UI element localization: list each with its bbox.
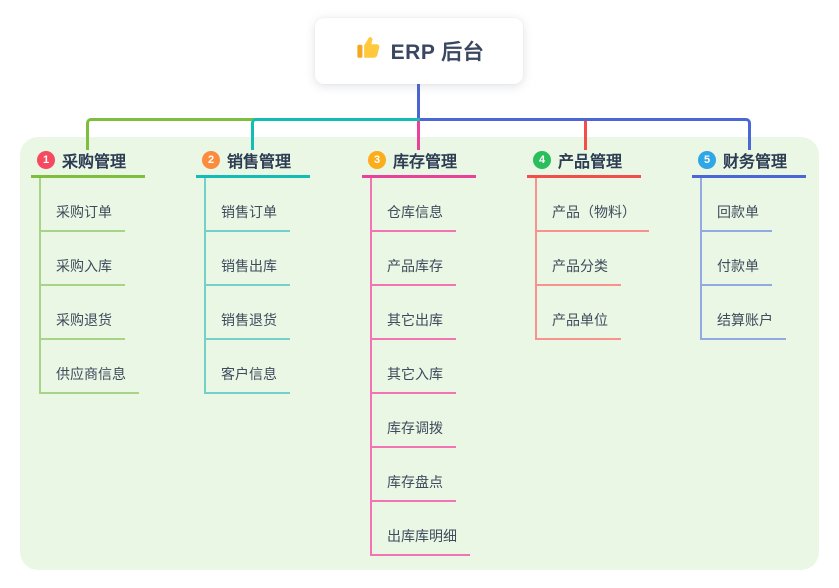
child-node[interactable]: 产品单位 xyxy=(537,286,621,340)
branch-column-2: 2 销售管理 销售订单销售出库销售退货客户信息 xyxy=(196,148,310,394)
branch-node[interactable]: 4 产品管理 xyxy=(527,148,641,178)
branch-label: 库存管理 xyxy=(393,153,458,171)
branch-children: 采购订单采购入库采购退货供应商信息 xyxy=(39,178,139,394)
child-node[interactable]: 其它入库 xyxy=(372,340,456,394)
child-node-label: 采购订单 xyxy=(56,204,112,220)
child-node[interactable]: 销售出库 xyxy=(206,232,290,286)
child-node-label: 其它入库 xyxy=(387,366,443,382)
child-node-label: 供应商信息 xyxy=(56,366,126,382)
branches-panel xyxy=(20,137,819,570)
branch-children: 产品（物料） 产品分类产品单位 xyxy=(535,178,649,340)
branch-number-badge: 4 xyxy=(533,150,551,169)
child-node-label: 产品库存 xyxy=(387,258,443,274)
child-node-label: 产品分类 xyxy=(552,258,608,274)
thumbs-up-icon xyxy=(354,35,381,67)
child-node[interactable]: 产品（物料） xyxy=(537,178,649,232)
child-node-label: 销售出库 xyxy=(221,258,277,274)
branch-number-badge: 2 xyxy=(202,150,220,169)
root-connector-line xyxy=(417,82,420,121)
child-node-label: 出库库明细 xyxy=(387,528,457,544)
child-node[interactable]: 销售订单 xyxy=(206,178,290,232)
branch-node[interactable]: 3 库存管理 xyxy=(362,148,476,178)
child-node[interactable]: 仓库信息 xyxy=(372,178,456,232)
branch-label: 产品管理 xyxy=(558,153,623,171)
child-node[interactable]: 其它出库 xyxy=(372,286,456,340)
child-node-label: 采购入库 xyxy=(56,258,112,274)
child-node-label: 销售订单 xyxy=(221,204,277,220)
child-node[interactable]: 出库库明细 xyxy=(372,502,470,556)
branch-node[interactable]: 2 销售管理 xyxy=(196,148,310,178)
branch-column-5: 5 财务管理 回款单付款单结算账户 xyxy=(692,148,806,340)
child-node[interactable]: 付款单 xyxy=(702,232,772,286)
child-node-label: 客户信息 xyxy=(221,366,277,382)
connector-branch-4 xyxy=(584,121,587,150)
branch-column-4: 4 产品管理 产品（物料） 产品分类产品单位 xyxy=(527,148,649,340)
branch-column-3: 3 库存管理 仓库信息产品库存其它出库其它入库库存调拨库存盘点出库库明细 xyxy=(362,148,476,556)
branch-label: 采购管理 xyxy=(62,153,127,171)
child-node[interactable]: 库存盘点 xyxy=(372,448,456,502)
child-node[interactable]: 采购订单 xyxy=(41,178,125,232)
connector-branch-2 xyxy=(251,118,420,150)
child-node[interactable]: 产品分类 xyxy=(537,232,621,286)
child-node[interactable]: 销售退货 xyxy=(206,286,290,340)
child-node[interactable]: 采购退货 xyxy=(41,286,125,340)
branch-children: 仓库信息产品库存其它出库其它入库库存调拨库存盘点出库库明细 xyxy=(370,178,470,556)
branch-node[interactable]: 1 采购管理 xyxy=(31,148,145,178)
child-node[interactable]: 回款单 xyxy=(702,178,772,232)
child-node[interactable]: 采购入库 xyxy=(41,232,125,286)
branch-column-1: 1 采购管理 采购订单采购入库采购退货供应商信息 xyxy=(31,148,145,394)
branch-label: 财务管理 xyxy=(723,153,788,171)
root-node[interactable]: ERP 后台 xyxy=(315,18,523,84)
child-node[interactable]: 结算账户 xyxy=(702,286,786,340)
branch-node[interactable]: 5 财务管理 xyxy=(692,148,806,178)
branch-label: 销售管理 xyxy=(227,153,292,171)
branch-children: 销售订单销售出库销售退货客户信息 xyxy=(204,178,290,394)
child-node[interactable]: 库存调拨 xyxy=(372,394,456,448)
child-node-label: 付款单 xyxy=(717,258,759,274)
child-node-label: 库存调拨 xyxy=(387,420,443,436)
child-node-label: 库存盘点 xyxy=(387,474,443,490)
child-node-label: 仓库信息 xyxy=(387,204,443,220)
branch-number-badge: 1 xyxy=(37,150,55,169)
child-node-label: 产品（物料） xyxy=(552,204,636,220)
connector-branch-5 xyxy=(420,118,751,150)
child-node-label: 结算账户 xyxy=(717,312,773,328)
child-node-label: 采购退货 xyxy=(56,312,112,328)
branch-number-badge: 3 xyxy=(368,150,386,169)
child-node[interactable]: 供应商信息 xyxy=(41,340,139,394)
child-node-label: 回款单 xyxy=(717,204,759,220)
branch-number-badge: 5 xyxy=(698,150,716,169)
child-node-label: 其它出库 xyxy=(387,312,443,328)
child-node[interactable]: 客户信息 xyxy=(206,340,290,394)
child-node-label: 销售退货 xyxy=(221,312,277,328)
connector-branch-3 xyxy=(417,121,420,150)
branch-children: 回款单付款单结算账户 xyxy=(700,178,786,340)
child-node[interactable]: 产品库存 xyxy=(372,232,456,286)
root-title: ERP 后台 xyxy=(390,41,485,64)
child-node-label: 产品单位 xyxy=(552,312,608,328)
